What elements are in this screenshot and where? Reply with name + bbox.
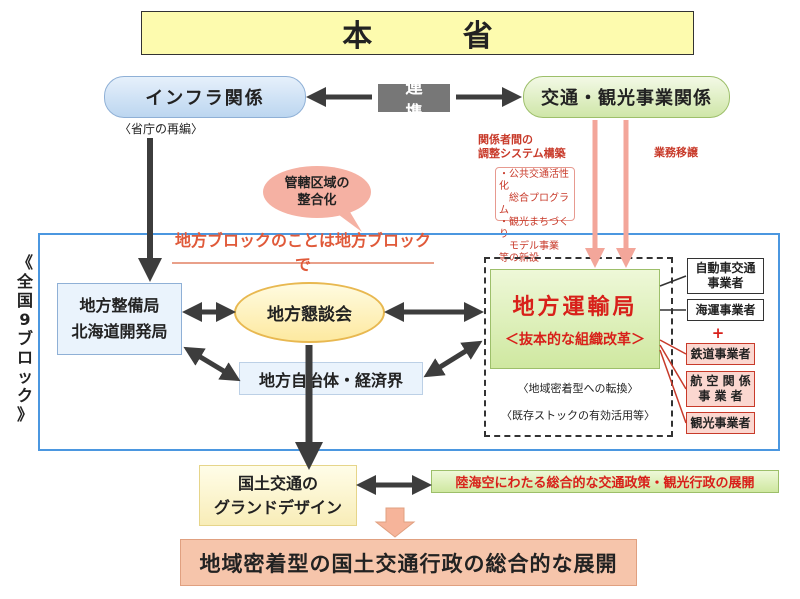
- block-char-7: ッ: [16, 366, 33, 386]
- tourism-operator-box: 観光事業者: [686, 412, 755, 434]
- program-line-4: モデル事業: [499, 241, 559, 252]
- transfer-note: 業務移譲: [654, 146, 698, 159]
- coordination-line1: 関係者間の: [478, 133, 533, 146]
- infra-label: インフラ関係: [145, 88, 265, 109]
- plus-sign: +: [711, 324, 725, 342]
- grand-design-box: 国土交通の グランドデザイン: [199, 465, 357, 526]
- railway-operator-box: 鉄道事業者: [686, 343, 755, 365]
- jurisdiction-line2: 整合化: [297, 193, 337, 208]
- unyu-aviation-connector: [659, 344, 687, 390]
- block-char-2: 全: [16, 271, 33, 291]
- auto-operator-box: 自動車交通 事業者: [687, 258, 764, 294]
- final-label: 地域密着型の国土交通行政の総合的な展開: [199, 551, 618, 576]
- unyu-auto-connector: [659, 275, 687, 287]
- tourism-label: 観光事業者: [690, 415, 751, 430]
- final-outcome-box: 地域密着型の国土交通行政の総合的な展開: [180, 539, 637, 586]
- unyu-sub: ＜抜本的な組織改革＞: [505, 332, 645, 348]
- block-char-8: ク: [16, 385, 33, 405]
- policy-label: 陸海空にわたる総合的な交通政策・観光行政の展開: [455, 476, 755, 491]
- regional-development-bureau-box: 地方整備局 北海道開発局: [57, 283, 182, 355]
- block-char-5: ブ: [16, 328, 33, 348]
- transport-tourism-pill: 交通・観光事業関係: [523, 76, 730, 118]
- auto-line2: 事業者: [707, 276, 744, 290]
- transport-tourism-label: 交通・観光事業関係: [541, 88, 712, 109]
- jichitai-unyu-arrow: [423, 340, 483, 378]
- design-line1: 国土交通の: [237, 473, 318, 493]
- coordination-line2: 調整システム構築: [478, 147, 566, 160]
- unyu-note-2: 〈既存ストックの有効活用等〉: [501, 409, 655, 422]
- block-label: 《 全 国 9 ブ ロ ッ ク 》: [14, 238, 36, 438]
- maritime-label: 海運事業者: [695, 302, 756, 317]
- block-char-9: 》: [16, 404, 33, 424]
- block-char-3: 国: [16, 290, 33, 310]
- block-char-1: 《: [16, 252, 33, 272]
- design-line2: グランドデザイン: [213, 497, 342, 517]
- block-char-4: 9: [19, 309, 31, 329]
- jurisdiction-line1: 管轄区域の: [284, 176, 350, 191]
- block-char-6: ロ: [16, 347, 33, 367]
- seibi-line1: 地方整備局: [79, 296, 160, 315]
- seibi-jichitai-arrow: [183, 346, 241, 382]
- railway-label: 鉄道事業者: [690, 346, 751, 361]
- balloon-tail: [335, 212, 362, 232]
- local-gov-business-box: 地方自治体・経済界: [239, 362, 423, 395]
- ministry-title: 本 省: [141, 11, 694, 55]
- ministry-reorg-note: 〈省庁の再編〉: [119, 122, 204, 136]
- auto-line1: 自動車交通: [695, 261, 756, 275]
- program-line-2: 総合プログラム: [499, 193, 569, 216]
- aviation-line1: 航 空 関 係: [690, 374, 751, 388]
- maritime-operator-box: 海運事業者: [687, 299, 764, 321]
- infra-pill: インフラ関係: [104, 76, 306, 118]
- design-to-final-arrow: [374, 507, 416, 538]
- aviation-line2: 事 業 者: [698, 389, 743, 403]
- unyu-railway-connector: [659, 339, 687, 355]
- jurisdiction-balloon: 管轄区域の 整合化: [263, 166, 371, 218]
- kondankai-label: 地方懇談会: [267, 305, 352, 325]
- jichitai-label: 地方自治体・経済界: [258, 370, 403, 390]
- coordination-note: 関係者間の 調整システム構築: [478, 133, 598, 163]
- program-line-1: ・公共交通活性化: [499, 169, 569, 192]
- aviation-operator-box: 航 空 関 係 事 業 者: [686, 371, 755, 407]
- unyu-note-1: 〈地域密着型への転換〉: [517, 382, 639, 395]
- policy-box: 陸海空にわたる総合的な交通政策・観光行政の展開: [431, 470, 779, 493]
- regional-transport-bureau-box: 地方運輸局 ＜抜本的な組織改革＞: [490, 269, 660, 369]
- unyu-tourism-connector: [659, 349, 687, 424]
- seibi-line2: 北海道開発局: [71, 322, 168, 341]
- regional-block-frame: [38, 233, 780, 451]
- unyu-title: 地方運輸局: [512, 295, 638, 320]
